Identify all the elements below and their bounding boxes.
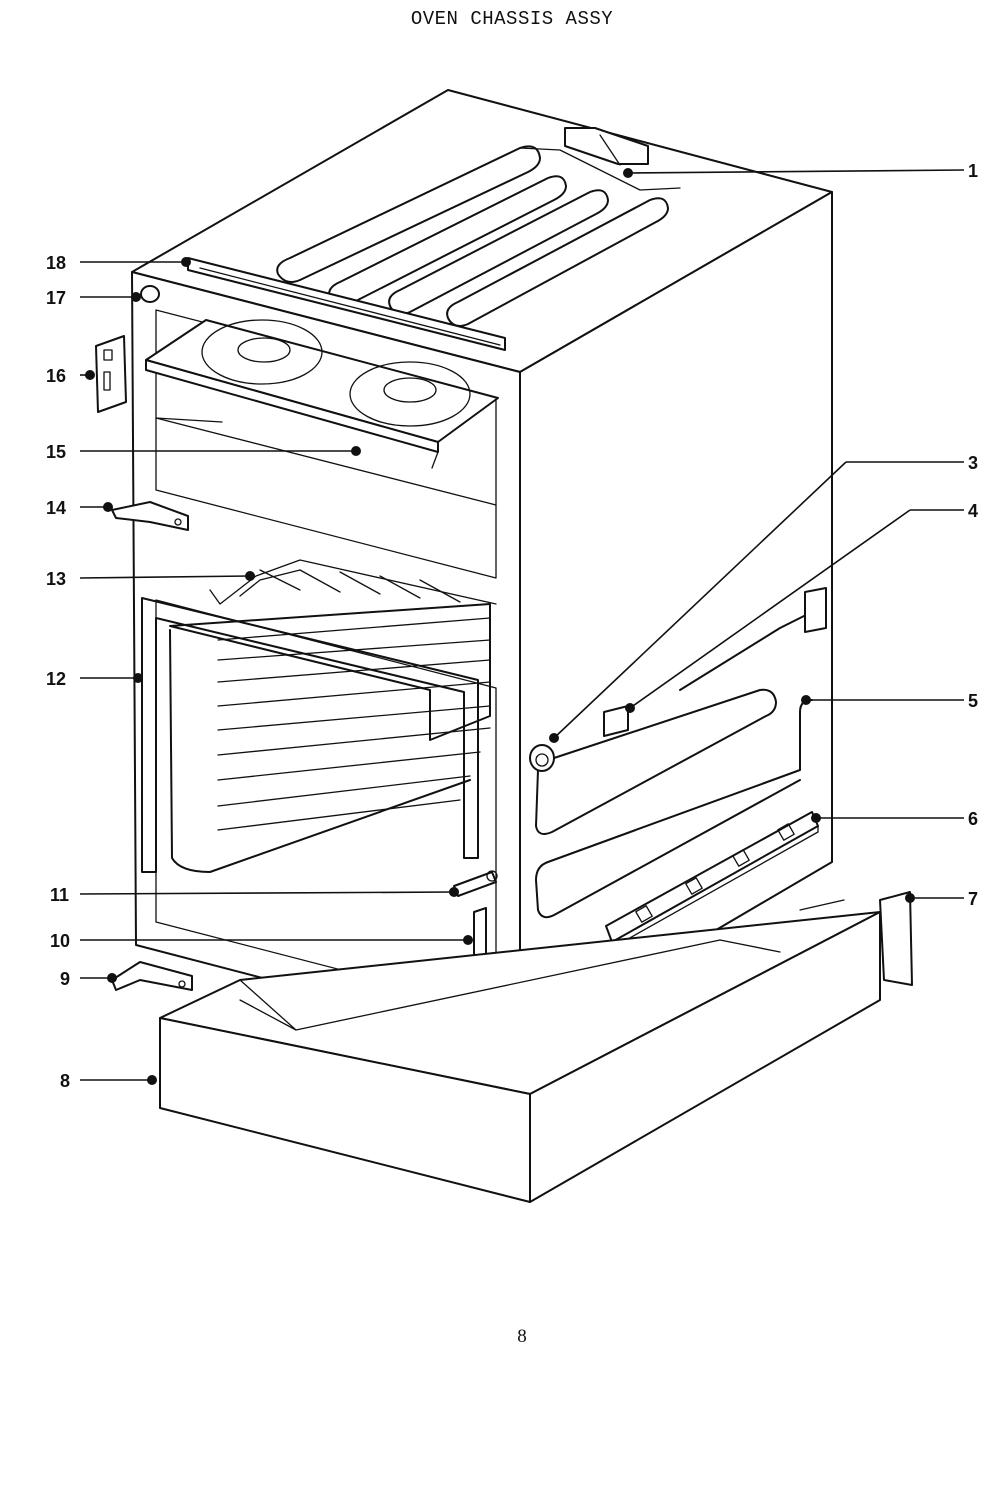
callout-4: 4 — [625, 501, 978, 713]
callouts: 1 3 4 5 — [46, 161, 978, 1091]
page-number: 8 — [517, 1326, 527, 1347]
callout-13: 13 — [46, 569, 255, 589]
top-knob — [140, 285, 160, 303]
grill-tray — [145, 319, 499, 469]
callout-8: 8 — [60, 1071, 157, 1091]
svg-text:5: 5 — [968, 691, 978, 711]
svg-text:11: 11 — [50, 885, 69, 905]
hinge-plate-lower — [111, 961, 193, 991]
svg-text:18: 18 — [46, 253, 66, 273]
callout-16: 16 — [46, 366, 95, 386]
svg-text:1: 1 — [968, 161, 978, 181]
callout-10: 10 — [50, 931, 473, 951]
svg-text:8: 8 — [60, 1071, 70, 1091]
callout-5: 5 — [801, 691, 978, 711]
svg-text:14: 14 — [46, 498, 66, 518]
callout-1: 1 — [623, 161, 978, 181]
hinge-bracket-upper — [95, 335, 127, 413]
svg-text:9: 9 — [60, 969, 70, 989]
top-element — [276, 127, 681, 327]
callout-15: 15 — [46, 442, 361, 462]
callout-9: 9 — [60, 969, 117, 989]
callout-6: 6 — [811, 809, 978, 829]
svg-text:13: 13 — [46, 569, 66, 589]
main-oven-cavity — [141, 559, 497, 1011]
callout-18: 18 — [46, 253, 191, 273]
element-clip — [603, 705, 629, 737]
callout-11: 11 — [50, 885, 459, 905]
svg-text:4: 4 — [968, 501, 978, 521]
callout-14: 14 — [46, 498, 113, 518]
page-title: OVEN CHASSIS ASSY — [410, 8, 614, 30]
svg-text:7: 7 — [968, 889, 978, 909]
plinth-base — [159, 891, 913, 1203]
svg-text:15: 15 — [46, 442, 66, 462]
callout-7: 7 — [905, 889, 978, 909]
svg-text:6: 6 — [968, 809, 978, 829]
callout-17: 17 — [46, 288, 141, 308]
svg-text:12: 12 — [46, 669, 66, 689]
svg-text:3: 3 — [968, 453, 978, 473]
callout-3: 3 — [549, 453, 978, 743]
thermostat-bulb — [529, 744, 555, 772]
cabinet-body — [131, 89, 833, 1046]
svg-text:16: 16 — [46, 366, 66, 386]
hinge-plate — [111, 501, 189, 531]
svg-text:10: 10 — [50, 931, 70, 951]
callout-12: 12 — [46, 669, 143, 689]
svg-text:17: 17 — [46, 288, 66, 308]
